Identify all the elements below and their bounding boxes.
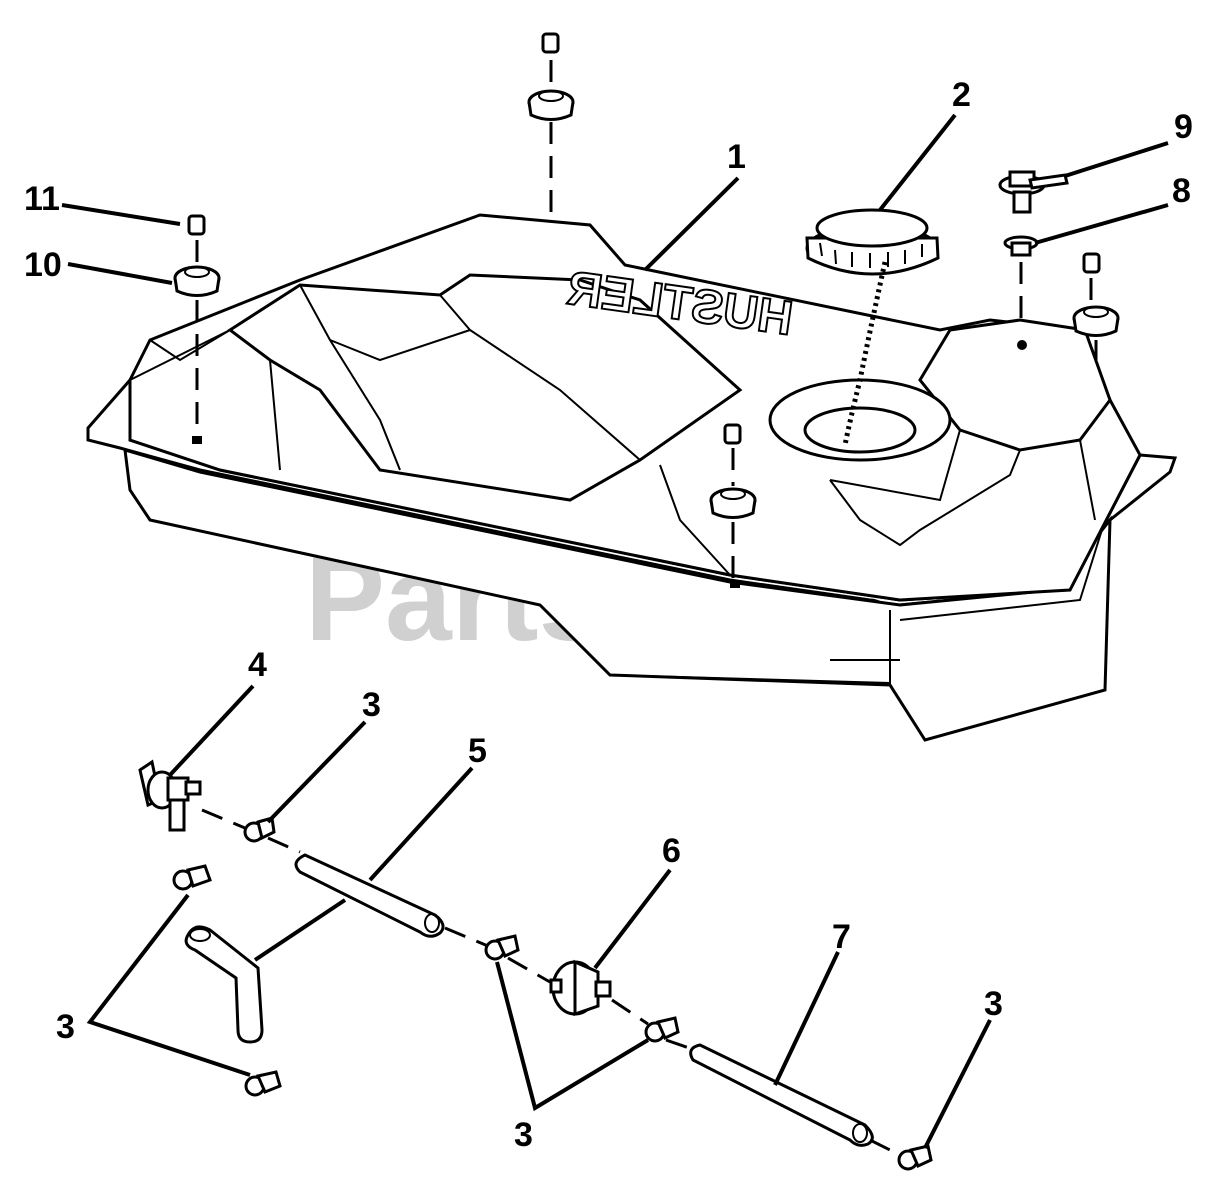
bushing-left	[187, 214, 206, 236]
leader-lines	[61, 113, 1169, 1149]
fuel-line-bent	[184, 925, 264, 1044]
bushing-top	[541, 32, 560, 54]
hose-clamps	[172, 816, 933, 1171]
callout-9: 9	[1174, 108, 1193, 146]
grommet-set	[173, 32, 1120, 578]
fuel-line-upper	[294, 853, 445, 938]
clamp-6	[897, 1144, 933, 1171]
bushing-center	[723, 423, 742, 445]
vent-fitting	[998, 170, 1069, 214]
callout-10: 10	[24, 246, 62, 284]
clamp-5	[244, 1070, 282, 1097]
callout-1: 1	[727, 138, 746, 176]
callout-8: 8	[1172, 172, 1191, 210]
fuel-filter	[549, 959, 612, 1017]
callout-4: 4	[248, 646, 267, 684]
callout-5: 5	[468, 732, 487, 770]
callout-3-valve-clamp: 3	[362, 686, 381, 724]
filler-neck	[768, 378, 952, 462]
bushing-right	[1082, 252, 1101, 274]
clamp-3	[484, 934, 520, 961]
fuel-cap	[805, 208, 940, 446]
callout-2: 2	[952, 76, 971, 114]
callout-3-end-clamp: 3	[984, 985, 1003, 1023]
vent-grommet	[1003, 235, 1039, 320]
callout-3-filter-clamps: 3	[514, 1116, 533, 1154]
assembly-guides	[201, 808, 901, 1157]
callouts: 1 2 3 3 3 3 4 5 6 7 8 9 10 11	[24, 76, 1193, 1154]
clamp-2	[172, 864, 212, 891]
callout-11: 11	[24, 180, 60, 218]
callout-3-bent-hose-clamps: 3	[56, 1008, 75, 1046]
fuel-line-lower	[689, 1043, 874, 1147]
clamp-4	[644, 1016, 680, 1043]
callout-7: 7	[832, 918, 851, 956]
shutoff-valve	[138, 759, 202, 832]
fuel-tank: HUSTLER	[86, 213, 1178, 742]
callout-6: 6	[662, 832, 681, 870]
clamp-1	[243, 816, 276, 843]
